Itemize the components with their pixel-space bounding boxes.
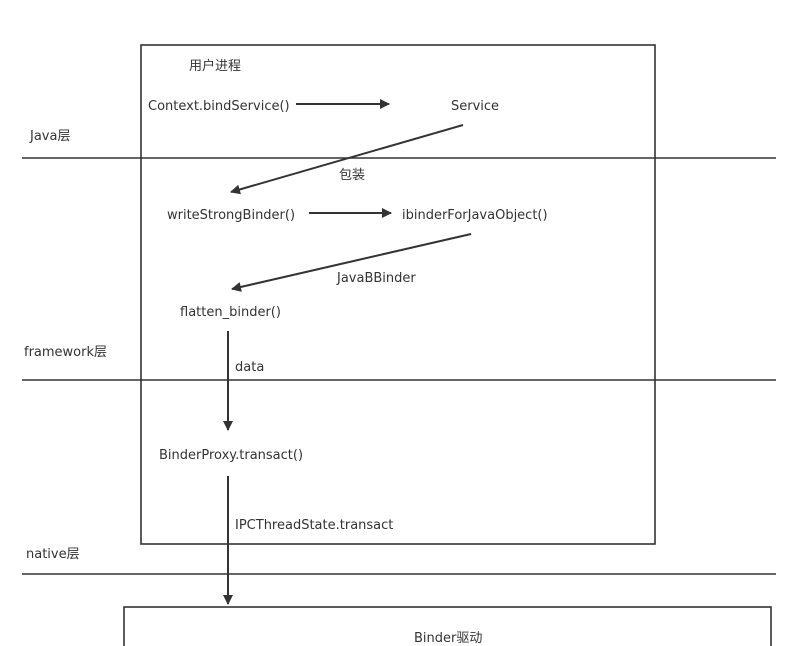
ipc-thread-state-edge-label: IPCThreadState.transact bbox=[235, 518, 393, 533]
binder-proxy-transact-node: BinderProxy.transact() bbox=[159, 448, 303, 463]
binder-driver-box bbox=[123, 606, 772, 646]
arrow-service-to-write-strong-binder bbox=[230, 124, 464, 195]
write-strong-binder-node: writeStrongBinder() bbox=[167, 208, 295, 223]
data-edge-label: data bbox=[235, 360, 264, 375]
process-box-title: 用户进程 bbox=[189, 58, 241, 74]
native-layer-label: native层 bbox=[26, 547, 80, 562]
context-bind-service-node: Context.bindService() bbox=[148, 99, 290, 114]
flatten-binder-node: flatten_binder() bbox=[180, 305, 281, 320]
binder-driver-label: Binder驱动 bbox=[414, 631, 482, 646]
wrap-edge-label: 包装 bbox=[339, 168, 365, 183]
arrow-ibinder-to-flatten bbox=[231, 233, 472, 292]
java-layer-label: Java层 bbox=[29, 129, 70, 144]
service-node: Service bbox=[451, 99, 499, 114]
framework-layer-label: framework层 bbox=[24, 345, 107, 360]
java-bbinder-edge-label: JavaBBinder bbox=[336, 271, 416, 286]
ibinder-for-java-object-node: ibinderForJavaObject() bbox=[402, 208, 548, 223]
user-process-box bbox=[140, 44, 656, 545]
